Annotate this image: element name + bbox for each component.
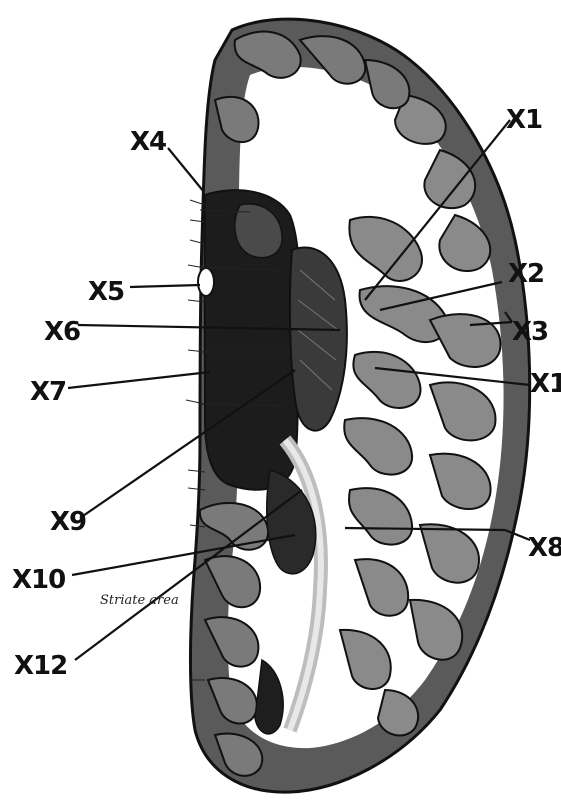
label-x6: X6 (44, 317, 80, 347)
label-x7: X7 (30, 377, 66, 407)
label-x11: X11 (530, 369, 561, 399)
label-x3: X3 (512, 317, 548, 347)
label-x5: X5 (88, 277, 124, 307)
label-x12: X12 (14, 651, 67, 681)
label-x4: X4 (130, 127, 166, 157)
caption-striate-area: Striate area (100, 593, 179, 608)
label-x8: X8 (528, 533, 561, 563)
leader-x4 (168, 148, 204, 192)
leader-x7 (68, 372, 210, 388)
small-white-body (198, 268, 214, 296)
label-x10: X10 (12, 565, 65, 595)
label-x2: X2 (508, 259, 544, 289)
leader-x5 (130, 285, 200, 287)
label-x1: X1 (506, 105, 542, 135)
label-x9: X9 (50, 507, 86, 537)
